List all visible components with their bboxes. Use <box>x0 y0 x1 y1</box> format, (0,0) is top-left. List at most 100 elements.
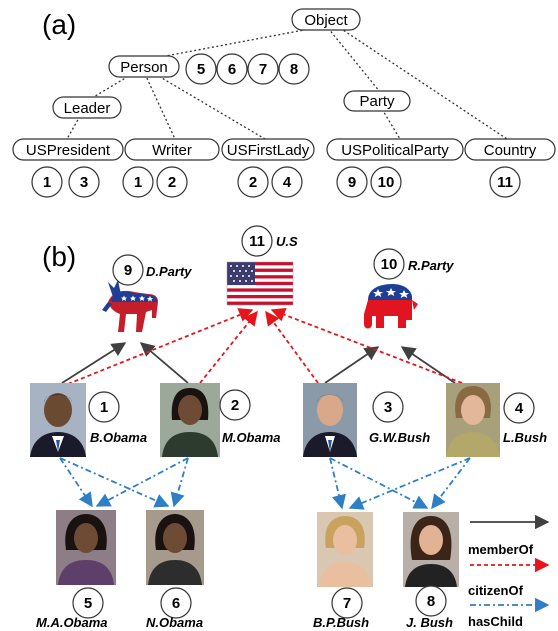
entity-jbush: 8 J. Bush <box>406 585 453 630</box>
class-party-label: Party <box>359 93 395 110</box>
entity-id: 5 <box>84 595 92 612</box>
entity-name: L.Bush <box>503 430 547 445</box>
legend-member-of-label: memberOf <box>468 542 534 557</box>
entity-us: 11 U.S <box>241 225 298 257</box>
svg-text:2: 2 <box>249 174 257 191</box>
entity-id: 7 <box>343 595 351 612</box>
class-writer: Writer <box>124 138 220 161</box>
class-uspresident-label: USPresident <box>26 142 111 159</box>
instance-circle: 2 <box>156 166 188 198</box>
instance-circle: 6 <box>216 53 248 85</box>
us-flag-image <box>226 261 294 306</box>
svg-text:1: 1 <box>43 174 51 191</box>
writer-instances: 1 2 <box>122 166 188 198</box>
elephant-icon <box>364 284 418 329</box>
svg-text:6: 6 <box>228 61 236 78</box>
entity-bpbush: 7 B.P.Bush <box>313 587 369 630</box>
entity-name: U.S <box>276 234 298 249</box>
has-child-edges <box>59 457 471 510</box>
class-uspresident: USPresident <box>12 138 124 161</box>
class-writer-label: Writer <box>152 142 192 159</box>
svg-text:7: 7 <box>259 61 267 78</box>
entity-name: M.Obama <box>222 430 281 445</box>
entity-id: 9 <box>124 262 132 279</box>
entity-dparty: 9 D.Party <box>112 254 192 286</box>
entity-name: R.Party <box>408 258 454 273</box>
class-object: Object <box>291 8 361 31</box>
entity-name: M.A.Obama <box>36 615 108 630</box>
hierarchy-links <box>66 26 508 140</box>
instance-circle: 1 <box>122 166 154 198</box>
photo-ma-obama <box>56 510 116 585</box>
class-leader: Leader <box>52 96 122 119</box>
entity-name: D.Party <box>146 264 192 279</box>
class-person: Person <box>108 55 180 78</box>
class-leader-label: Leader <box>64 100 111 117</box>
class-object-label: Object <box>304 12 348 29</box>
instance-circle: 7 <box>247 53 279 85</box>
entity-name: B.P.Bush <box>313 615 369 630</box>
svg-text:9: 9 <box>348 174 356 191</box>
class-country-label: Country <box>484 142 537 159</box>
panel-label-a: (a) <box>42 9 76 40</box>
usfirstlady-instances: 2 4 <box>237 166 303 198</box>
photo-bp-bush <box>317 512 373 587</box>
photo-gw-bush <box>303 383 357 457</box>
legend-has-child-label: hasChild <box>468 614 523 629</box>
entity-name: G.W.Bush <box>369 430 430 445</box>
instance-circle: 11 <box>489 166 521 198</box>
entity-nobama: 6 N.Obama <box>146 587 203 630</box>
class-usfirstlady-label: USFirstLady <box>227 142 310 159</box>
svg-text:1: 1 <box>134 174 142 191</box>
photo-m-obama <box>160 383 220 457</box>
class-uspoliticalparty: USPoliticalParty <box>326 138 464 161</box>
svg-text:10: 10 <box>378 174 395 191</box>
uspresident-instances: 1 3 <box>31 166 100 198</box>
class-party: Party <box>343 90 411 112</box>
instance-circle: 5 <box>185 53 217 85</box>
entity-bobama: 1 B.Obama <box>88 391 147 445</box>
instance-circle: 8 <box>278 53 310 85</box>
entity-id: 3 <box>384 399 392 416</box>
photo-n-obama <box>146 510 204 585</box>
entity-maobama: 5 M.A.Obama <box>36 587 108 630</box>
svg-text:4: 4 <box>283 174 292 191</box>
entity-name: B.Obama <box>90 430 147 445</box>
photo-j-bush <box>403 512 459 587</box>
instance-circle: 3 <box>68 166 100 198</box>
entity-id: 2 <box>231 397 239 414</box>
instance-circle: 9 <box>336 166 368 198</box>
entity-id: 10 <box>381 256 398 273</box>
instance-circle: 2 <box>237 166 269 198</box>
entity-name: J. Bush <box>406 615 453 630</box>
class-person-label: Person <box>120 59 168 76</box>
class-usfirstlady: USFirstLady <box>221 138 315 161</box>
entity-lbush: 4 L.Bush <box>503 392 547 445</box>
country-instances: 11 <box>489 166 521 198</box>
svg-text:3: 3 <box>80 174 88 191</box>
entity-rparty: 10 R.Party <box>373 248 454 280</box>
entity-id: 1 <box>100 399 108 416</box>
panel-label-b: (b) <box>42 241 76 272</box>
entity-id: 6 <box>172 595 180 612</box>
photo-b-obama <box>30 383 86 457</box>
svg-text:5: 5 <box>197 61 205 78</box>
legend-citizen-of-label: citizenOf <box>468 583 524 598</box>
svg-text:11: 11 <box>497 174 513 191</box>
instance-circle: 10 <box>370 166 402 198</box>
entity-gwbush: 3 G.W.Bush <box>369 391 430 445</box>
entity-id: 8 <box>427 593 435 610</box>
donkey-icon <box>102 280 158 332</box>
instance-circle: 4 <box>271 166 303 198</box>
uspoliticalparty-instances: 9 10 <box>336 166 402 198</box>
instance-circle: 1 <box>31 166 63 198</box>
entity-mobama: 2 M.Obama <box>219 389 281 445</box>
entity-id: 11 <box>249 233 265 250</box>
person-instances: 5 6 7 8 <box>185 53 310 85</box>
legend: memberOf citizenOf hasChild <box>468 514 550 629</box>
photo-l-bush <box>446 383 500 457</box>
class-uspoliticalparty-label: USPoliticalParty <box>341 142 449 159</box>
svg-text:8: 8 <box>290 61 298 78</box>
citizen-of-edges <box>67 307 463 385</box>
